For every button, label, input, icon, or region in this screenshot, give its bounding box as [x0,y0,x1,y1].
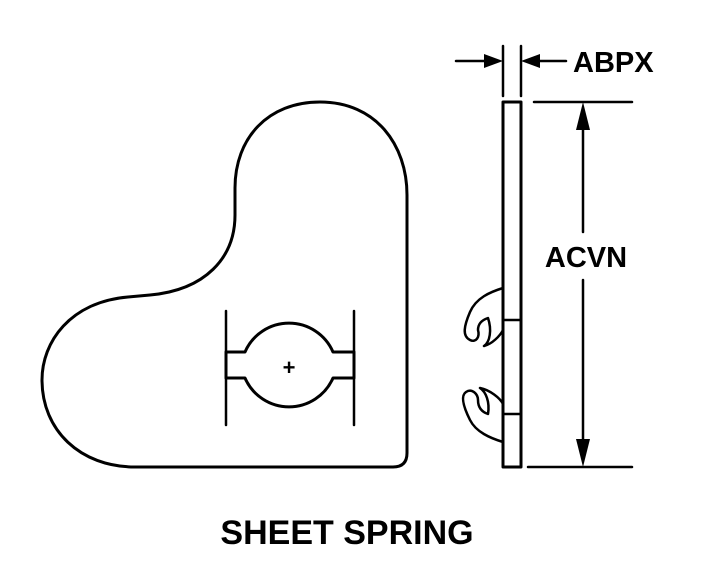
mounting-hole [224,321,356,409]
height-dimension: ACVN [526,100,634,469]
height-arrow-top [576,102,590,130]
height-arrow-bottom [576,439,590,467]
center-mark: + [283,355,296,380]
height-label: ACVN [545,242,627,274]
thickness-dimension: ABPX [454,44,654,98]
upper-clip-finger [463,286,505,348]
drawing-title: SHEET SPRING [220,514,473,552]
side-profile [501,100,523,469]
spring-outline [40,100,409,469]
thickness-arrow-right [521,54,540,68]
side-view [461,100,523,469]
thickness-arrow-left [484,54,503,68]
thickness-label: ABPX [573,47,654,79]
front-view: + [40,100,409,469]
lower-clip-finger [461,386,505,444]
